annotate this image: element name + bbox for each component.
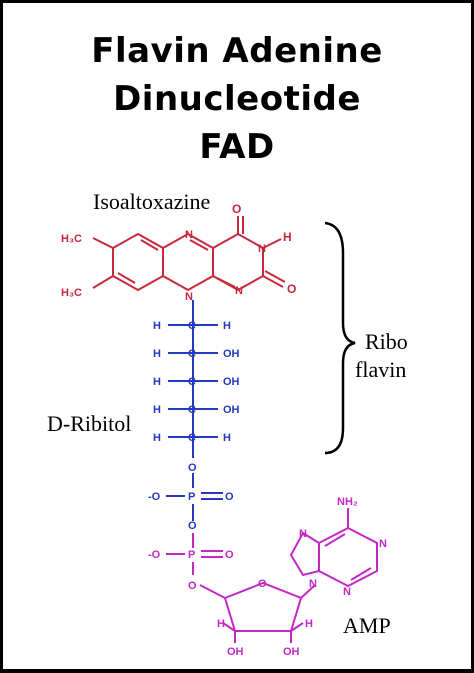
label-riboflavin-line-1: Ribo [365,329,408,354]
atom-n9: N [309,578,317,590]
atom-h-c5-left: H [153,432,161,444]
isoalloxazine-ring [92,216,286,292]
atom-oh-c3: OH [223,376,240,388]
atom-nh2: NH₂ [337,496,358,508]
atom-h-c4: H [153,404,161,416]
atom-o-double-2: O [225,549,234,561]
atom-h-c3: H [153,376,161,388]
atom-methyl-top: H₃C [61,233,82,245]
diagram-canvas: Flavin Adenine Dinucleotide FAD O [3,3,471,669]
atom-h-c2: H [153,348,161,360]
atom-n-ring: N [185,229,193,241]
ribitol-chain [166,300,223,521]
atom-n10: N [185,291,193,303]
riboflavin-brace [324,221,356,455]
atom-o-bridge-3: O [188,580,197,592]
label-ribitol: D-Ribitol [47,411,132,436]
atom-oh-c2: OH [223,348,240,360]
title-line-1: Flavin Adenine [91,31,383,71]
atom-h-ribose-right: H [305,618,313,630]
atom-o-bridge-2: O [188,520,197,532]
atom-p-1: P [188,491,195,503]
label-amp: AMP [343,613,391,638]
atom-oh-ribose-right: OH [283,646,300,658]
title-line-2: Dinucleotide [113,79,361,119]
atom-p-2: P [188,549,195,561]
atom-n1: N [379,538,387,550]
atom-o-top: O [232,202,241,216]
atom-o-bridge-1: O [188,462,197,474]
atom-c2: C [188,348,196,360]
atom-oh-ribose-left: OH [227,646,244,658]
atom-c5: C [188,432,196,444]
atom-o-minus-1: -O [148,491,161,503]
label-isoalloxazine: Isoaltoxazine [93,189,211,214]
atom-o-double-1: O [225,491,234,503]
atom-n3: N [343,586,351,598]
atom-h-nh: H [283,230,292,244]
atom-h-c5-right: H [223,432,231,444]
atom-oh-c4: OH [223,404,240,416]
atom-o-ribose: O [258,578,267,590]
atom-n7: N [299,528,307,540]
atom-c3: C [188,376,196,388]
atom-c4: C [188,404,196,416]
atom-h-ribose-left: H [217,618,225,630]
atom-h-c1-left: H [153,320,161,332]
atom-h-c1-right: H [223,320,231,332]
atom-c1: C [188,320,196,332]
atom-o-minus-2: -O [148,549,161,561]
amp-structure [166,508,378,643]
fad-structure: O O H H₃C H₃C N N N N H C H H C OH H C [61,202,387,658]
atom-methyl-bottom: H₃C [61,287,82,299]
atom-o-right: O [287,282,296,296]
atom-n-imide: N [258,243,266,255]
label-riboflavin-line-2: flavin [355,357,407,382]
title-line-3: FAD [199,127,275,167]
atom-n-ring-c: N [235,285,243,297]
